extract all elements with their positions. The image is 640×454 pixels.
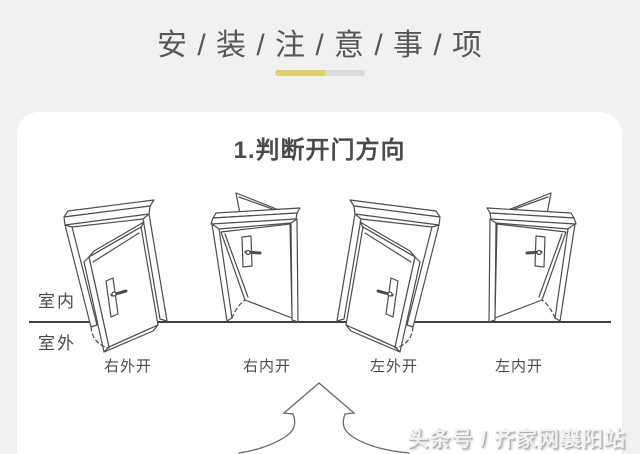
- door-label-inward-right: 右内开: [242, 358, 291, 375]
- title-underline: [275, 70, 365, 76]
- watermark: 头条号 / 齐家网襄阳站: [407, 428, 626, 451]
- door-illustration-inward-right: [209, 191, 302, 324]
- title-underline-accent: [275, 70, 325, 76]
- door-illustration-inward-left: [485, 191, 578, 324]
- title-underline-gray: [325, 70, 365, 76]
- outdoor-label: 室外: [38, 334, 76, 353]
- door-label-outward-left: 左外开: [369, 358, 418, 375]
- page-title: 安 / 装 / 注 / 意 / 事 / 项: [156, 29, 484, 62]
- door-illustration-outward-left: [335, 198, 442, 354]
- door-label-inward-left: 左内开: [494, 358, 543, 375]
- up-arrow-illustration: [238, 382, 410, 454]
- indoor-label: 室内: [38, 292, 76, 311]
- door-direction-diagram: [29, 191, 611, 454]
- door-illustration-outward-right: [62, 198, 169, 354]
- door-label-outward-right: 右外开: [103, 358, 152, 375]
- page-header: 安 / 装 / 注 / 意 / 事 / 项: [0, 0, 640, 80]
- instruction-card: 1.判断开门方向: [17, 112, 622, 454]
- section-title: 1.判断开门方向: [233, 137, 406, 164]
